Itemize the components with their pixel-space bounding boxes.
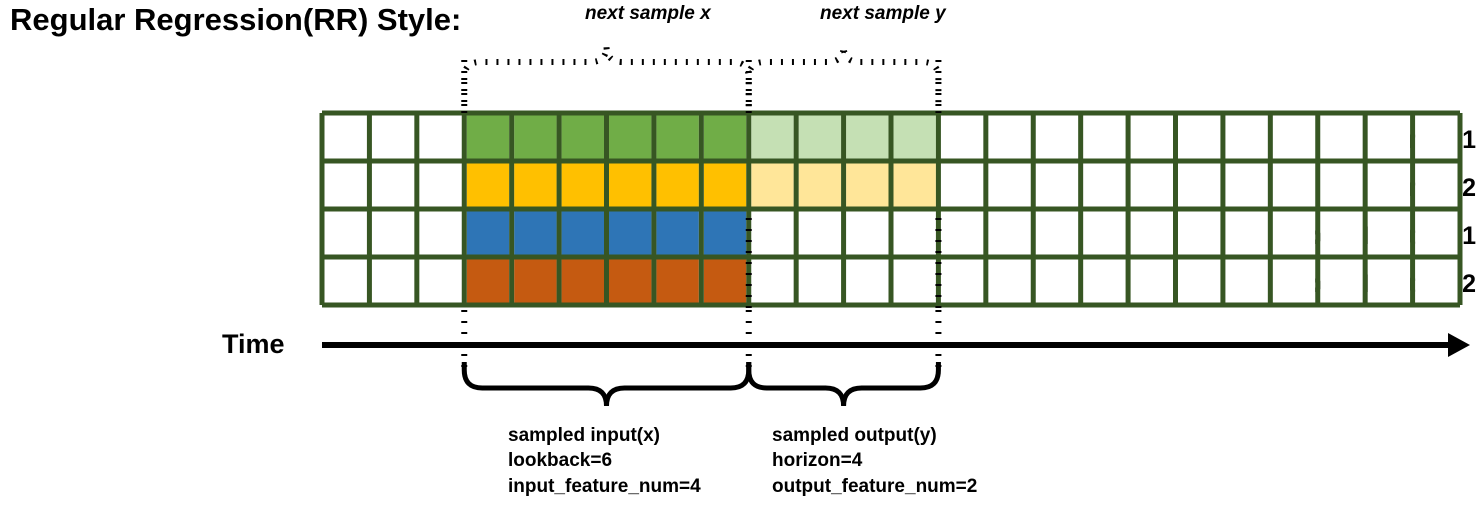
- time-axis-arrow-icon: [1448, 333, 1470, 357]
- grid-cell: [656, 115, 699, 159]
- page-title: Regular Regression(RR) Style:: [10, 2, 462, 37]
- grid-cell: [1083, 259, 1126, 303]
- grid-cell: [846, 115, 889, 159]
- grid-cell: [324, 259, 367, 303]
- grid-cell: [371, 211, 415, 255]
- grid-cell: [656, 211, 699, 255]
- grid-cell: [1083, 115, 1126, 159]
- grid-cell: [609, 115, 652, 159]
- grid-cell: [419, 115, 462, 159]
- grid-cell: [940, 211, 984, 255]
- grid-cell: [419, 163, 462, 207]
- grid-cell: [324, 163, 367, 207]
- grid-cell: [751, 211, 794, 255]
- grid-cell: [798, 115, 842, 159]
- grid-cell: [371, 115, 415, 159]
- grid-cell: [798, 163, 842, 207]
- grid-cell: [371, 259, 415, 303]
- grid-cell: [514, 163, 557, 207]
- row-label-target-1: Target 1: [1380, 126, 1476, 154]
- bottom-annotation-output-line-3: output_feature_num=2: [772, 475, 978, 497]
- grid-cell: [466, 163, 510, 207]
- grid-cell: [798, 211, 842, 255]
- bottom-annotation-output-line-2: horizon=4: [772, 450, 863, 472]
- grid-cell: [893, 259, 936, 303]
- grid-cell: [561, 211, 604, 255]
- row-label-target-2: Target 2: [1380, 174, 1476, 202]
- grid-cell: [656, 259, 699, 303]
- grid-cell: [893, 163, 936, 207]
- grid-cell: [988, 163, 1031, 207]
- grid-cell: [1083, 211, 1126, 255]
- grid-cell: [1035, 259, 1079, 303]
- grid-cell: [514, 259, 557, 303]
- grid-cell: [514, 211, 557, 255]
- grid-cell: [940, 115, 984, 159]
- bottom-annotation-output-line-1: sampled output(y): [772, 425, 937, 446]
- grid-cell: [466, 115, 510, 159]
- bottom-annotation-input-line-2: lookback=6: [508, 450, 613, 472]
- grid-cell: [846, 163, 889, 207]
- grid-cell: [324, 211, 367, 255]
- bottom-annotation-input-line-1: sampled input(x): [508, 425, 661, 446]
- row-label-extra-feature-2: Extra Feature 2: [1295, 270, 1476, 298]
- grid-cell: [893, 115, 936, 159]
- grid-cell: [751, 163, 794, 207]
- grid-cell: [419, 211, 462, 255]
- grid-cell: [561, 163, 604, 207]
- bottom-annotation-output: sampled output(y) horizon=4 output_featu…: [772, 423, 977, 499]
- grid-cell: [751, 115, 794, 159]
- bottom-annotation-input: sampled input(x) lookback=6 input_featur…: [508, 423, 701, 499]
- grid-cell: [561, 115, 604, 159]
- grid-cell: [371, 163, 415, 207]
- grid-cell: [703, 163, 747, 207]
- grid-cell: [561, 259, 604, 303]
- grid-cell: [324, 115, 367, 159]
- grid-cell: [609, 259, 652, 303]
- brace-sampled-input: [464, 362, 749, 406]
- top-annotation-next-sample-y: next sample y: [820, 3, 946, 24]
- row-label-extra-feature-1: Extra Feature 1: [1295, 222, 1476, 250]
- grid-cell: [988, 115, 1031, 159]
- grid-cell: [419, 259, 462, 303]
- bottom-annotation-input-line-3: input_feature_num=4: [508, 475, 701, 497]
- brace-sampled-output: [749, 362, 939, 406]
- grid-cell: [466, 259, 510, 303]
- grid-cell: [703, 259, 747, 303]
- grid-cell: [1035, 115, 1079, 159]
- grid-cell: [656, 163, 699, 207]
- grid-cell: [1035, 163, 1079, 207]
- grid-cell: [609, 163, 652, 207]
- grid-cell: [893, 211, 936, 255]
- grid-cell: [514, 115, 557, 159]
- grid-cell: [940, 163, 984, 207]
- brace-next-sample-y: [749, 46, 939, 113]
- grid-cell: [988, 259, 1031, 303]
- grid-cell: [751, 259, 794, 303]
- time-axis-label: Time: [222, 329, 285, 359]
- grid-cell: [846, 211, 889, 255]
- grid-cell: [798, 259, 842, 303]
- top-annotation-next-sample-x: next sample x: [585, 3, 711, 24]
- grid-cell: [1083, 163, 1126, 207]
- grid-cell: [703, 211, 747, 255]
- grid-cell: [466, 211, 510, 255]
- grid-cell: [703, 115, 747, 159]
- grid-cell: [988, 211, 1031, 255]
- brace-next-sample-x: [464, 46, 749, 113]
- grid-cell: [940, 259, 984, 303]
- grid-cell: [609, 211, 652, 255]
- grid-cell: [1035, 211, 1079, 255]
- grid-cell: [846, 259, 889, 303]
